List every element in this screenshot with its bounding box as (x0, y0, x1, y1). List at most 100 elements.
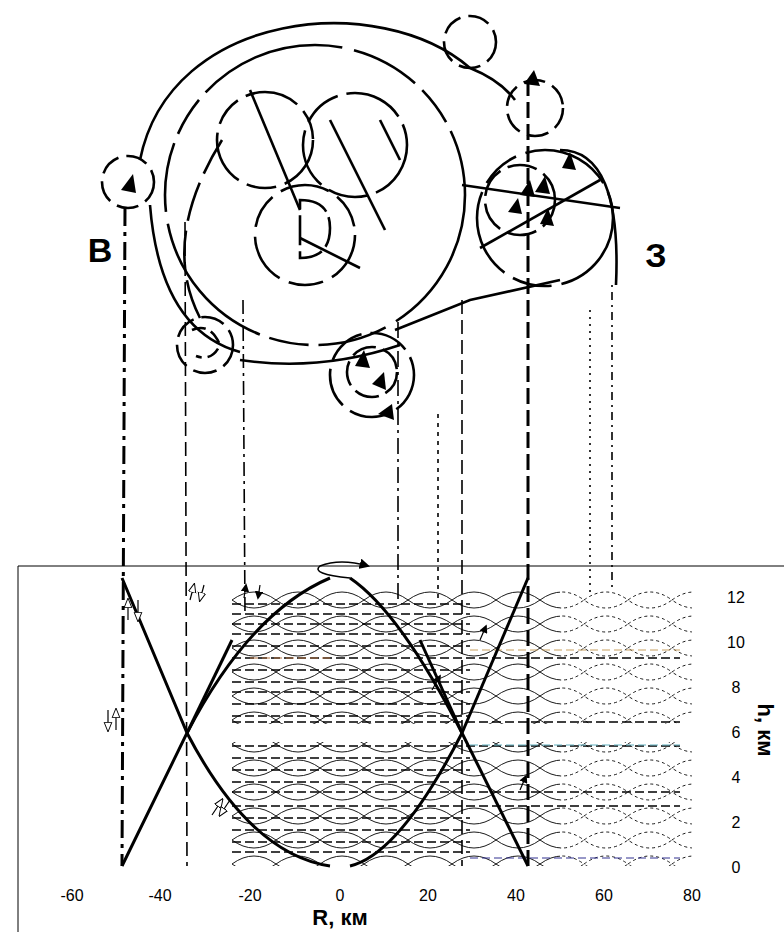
axis-title: R, км (312, 907, 367, 929)
ring-structures-part (303, 93, 407, 197)
h-tick-label: 10 (727, 635, 745, 651)
projection-lines-part (243, 300, 245, 615)
ring-structures-part (240, 345, 400, 364)
projection-lines (122, 80, 612, 866)
ring-rotation-arrowheads-part (508, 198, 522, 214)
ring-structures-part (192, 328, 220, 358)
ring-rotation-arrowheads-part (524, 70, 540, 86)
ring-structures-part (217, 92, 313, 188)
rotation-arrow-part (318, 562, 368, 578)
h-tick-label: 2 (732, 815, 741, 831)
ring-structures-part (184, 140, 222, 318)
r-tick-label: -60 (60, 888, 83, 904)
ring-structures-part (380, 120, 400, 160)
ring-rotation-arrowheads-part (540, 208, 554, 226)
axis-title: h, км (754, 704, 776, 757)
r-tick-label: 0 (336, 888, 345, 904)
projection-lines-part (461, 300, 463, 866)
major-fault-curves-part (462, 733, 528, 866)
projection-lines-part (122, 208, 125, 866)
r-tick-label: 80 (683, 888, 701, 904)
ring-rotation-arrowheads-part (372, 372, 386, 390)
chart-frame (18, 566, 784, 932)
chart-frame-part (18, 566, 784, 567)
r-tick-label: -40 (148, 888, 171, 904)
dashed-layer-lines (232, 604, 680, 852)
ring-structures-part (470, 68, 515, 100)
fracture-lens-pattern-part (560, 588, 692, 724)
chart-frame-part (18, 566, 19, 932)
ring-structures-part (165, 45, 465, 345)
major-fault-curves-part (350, 578, 462, 733)
ring-structures (102, 16, 620, 417)
colored-layer-lines-part (250, 658, 330, 659)
projection-lines-part (527, 80, 530, 866)
direction-letter: З (645, 238, 666, 272)
major-fault-curves-part (462, 578, 528, 733)
shear-arrows-part (127, 600, 128, 620)
ring-structures-part (395, 280, 560, 330)
h-tick-label: 4 (732, 770, 741, 786)
projection-lines-part (397, 322, 399, 600)
ring-structures-part (102, 156, 154, 208)
r-tick-label: 60 (595, 888, 613, 904)
shear-arrows-part (258, 585, 260, 598)
shear-arrows-part (137, 600, 138, 620)
shear-arrows-part (107, 710, 108, 730)
shear-arrows-part (200, 585, 204, 600)
ring-structures-part (177, 317, 233, 373)
colored-layer-lines-part (470, 650, 680, 651)
fracture-lens-pattern-part (560, 742, 692, 866)
h-tick-label: 8 (732, 680, 741, 696)
ring-rotation-arrowheads-part (535, 176, 550, 194)
ring-structures-part (507, 80, 563, 136)
r-tick-label: -20 (238, 888, 261, 904)
projection-lines-part (589, 310, 591, 592)
major-fault-curves-part (187, 578, 330, 733)
projection-lines-part (611, 285, 613, 592)
shear-arrows-part (480, 626, 486, 640)
h-tick-label: 0 (732, 860, 741, 876)
ring-structures-part (330, 120, 385, 230)
r-tick-label: 40 (507, 888, 525, 904)
shear-arrows-part (220, 800, 230, 815)
h-tick-label: 12 (727, 590, 745, 606)
shear-arrows-part (115, 710, 116, 730)
ring-structures-part (444, 16, 496, 68)
shear-arrows-part (190, 585, 194, 600)
ring-structures-part (255, 185, 355, 285)
ring-structures-part (250, 90, 300, 210)
direction-letter: В (88, 233, 113, 267)
ring-structures-part (330, 333, 414, 417)
dashed-layer-lines-part (232, 604, 680, 722)
colored-layer-lines (250, 650, 680, 858)
major-fault-curves-part (187, 640, 232, 733)
major-fault-curves-part (187, 733, 330, 866)
major-fault-curves-part (350, 733, 462, 866)
shear-arrows-part (520, 776, 526, 790)
colored-layer-lines-part (470, 745, 680, 746)
ring-rotation-arrowheads-part (562, 152, 576, 170)
ring-rotation-arrowheads-part (121, 174, 136, 193)
major-fault-curves-part (420, 640, 462, 733)
ring-rotation-arrowheads-part (355, 350, 370, 368)
projection-lines-part (437, 414, 439, 600)
ring-structures-part (560, 150, 617, 285)
h-tick-label: 6 (732, 725, 741, 741)
dashed-layer-lines-part (232, 746, 680, 852)
ring-rotation-arrowheads-part (520, 180, 535, 197)
shear-arrows-part (432, 676, 440, 690)
ring-rotation-arrowheads (121, 70, 576, 420)
major-fault-curves-part (122, 578, 187, 866)
ring-structures-part (477, 150, 613, 286)
shear-arrows (108, 585, 526, 815)
ring-structures-part (300, 238, 360, 268)
shear-arrows-part (212, 800, 222, 815)
colored-layer-lines-part (470, 858, 680, 859)
ring-structures-part (140, 23, 470, 160)
r-tick-label: 20 (419, 888, 437, 904)
ring-rotation-arrowheads-part (378, 404, 394, 420)
